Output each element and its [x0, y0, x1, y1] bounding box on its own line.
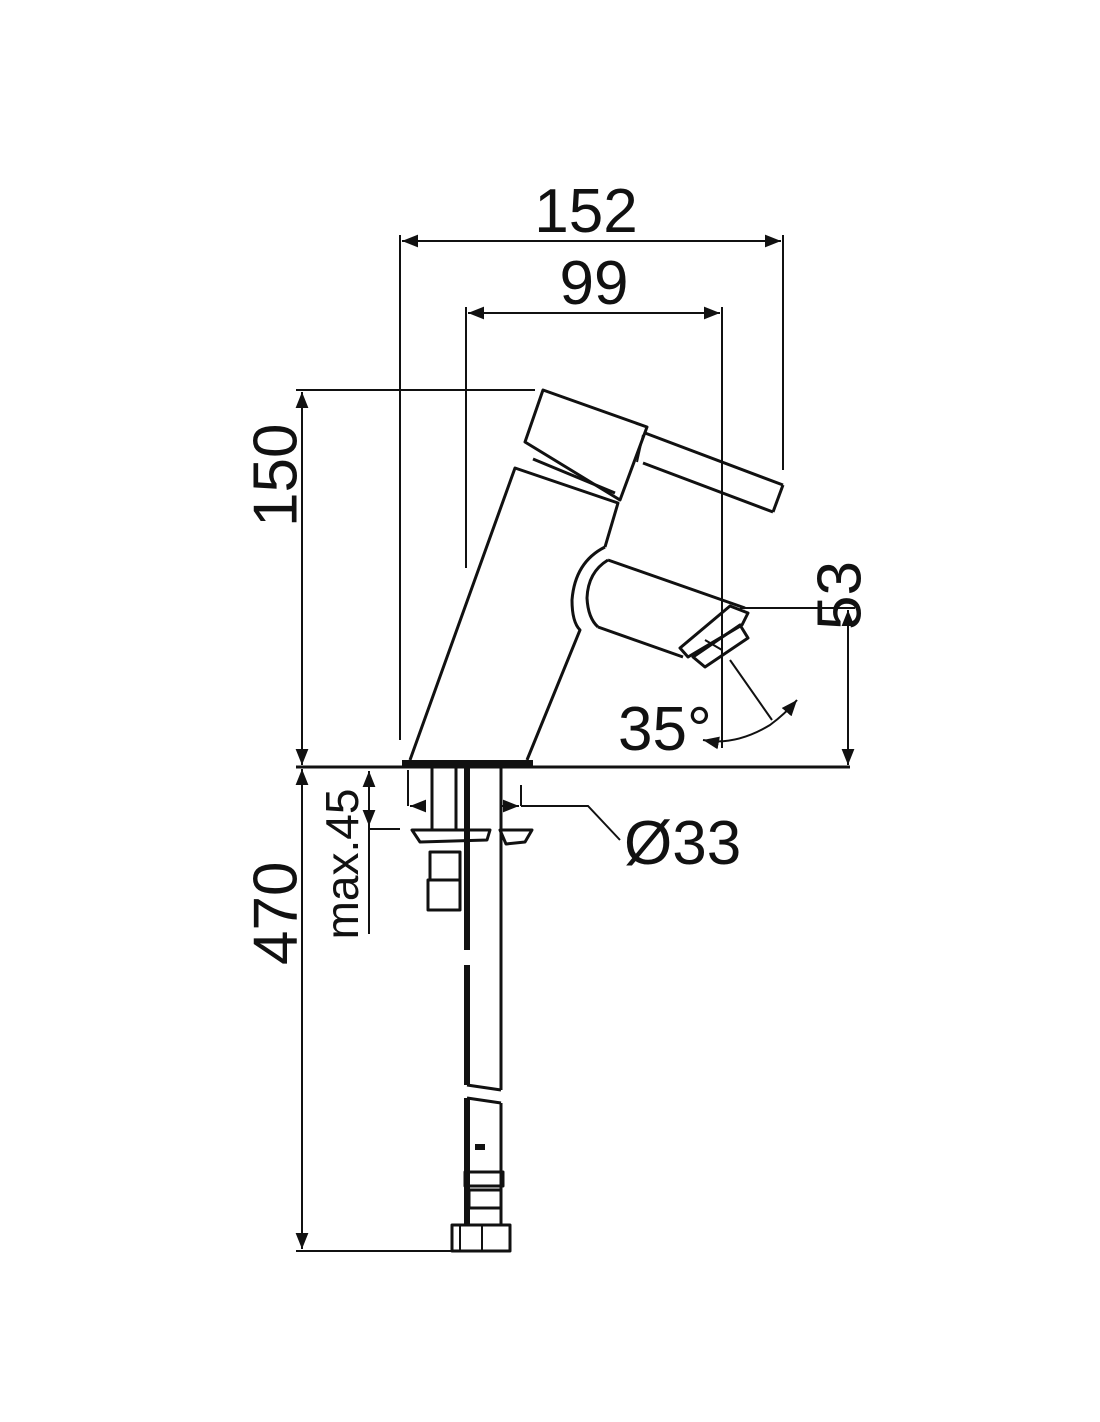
mounting-shank [410, 768, 534, 1092]
dimension-label-53: 53 [806, 561, 875, 630]
angle-35: 35° [618, 659, 798, 764]
aerator [678, 604, 750, 669]
dimension-label-470: 470 [241, 862, 310, 965]
dimension-label-diameter: Ø33 [624, 809, 741, 878]
dimension-53: 53 [740, 561, 875, 765]
dimension-label-max-45: max.45 [316, 789, 368, 940]
dimension-label-152: 152 [534, 177, 637, 246]
dimension-max-45: max.45 [316, 771, 400, 939]
mixer-handle [523, 388, 785, 514]
dimension-99: 99 [465, 249, 723, 748]
dimension-label-150: 150 [241, 424, 310, 527]
supply-hose-connector [450, 1096, 512, 1253]
dimension-150: 150 [241, 389, 535, 765]
dimension-470: 470 [241, 769, 510, 1252]
dimension-152: 152 [399, 177, 784, 740]
dimension-label-35deg: 35° [618, 695, 712, 764]
dimension-diameter-33: Ø33 [407, 770, 741, 878]
faucet-body [402, 466, 746, 766]
dimension-label-99: 99 [560, 249, 629, 318]
